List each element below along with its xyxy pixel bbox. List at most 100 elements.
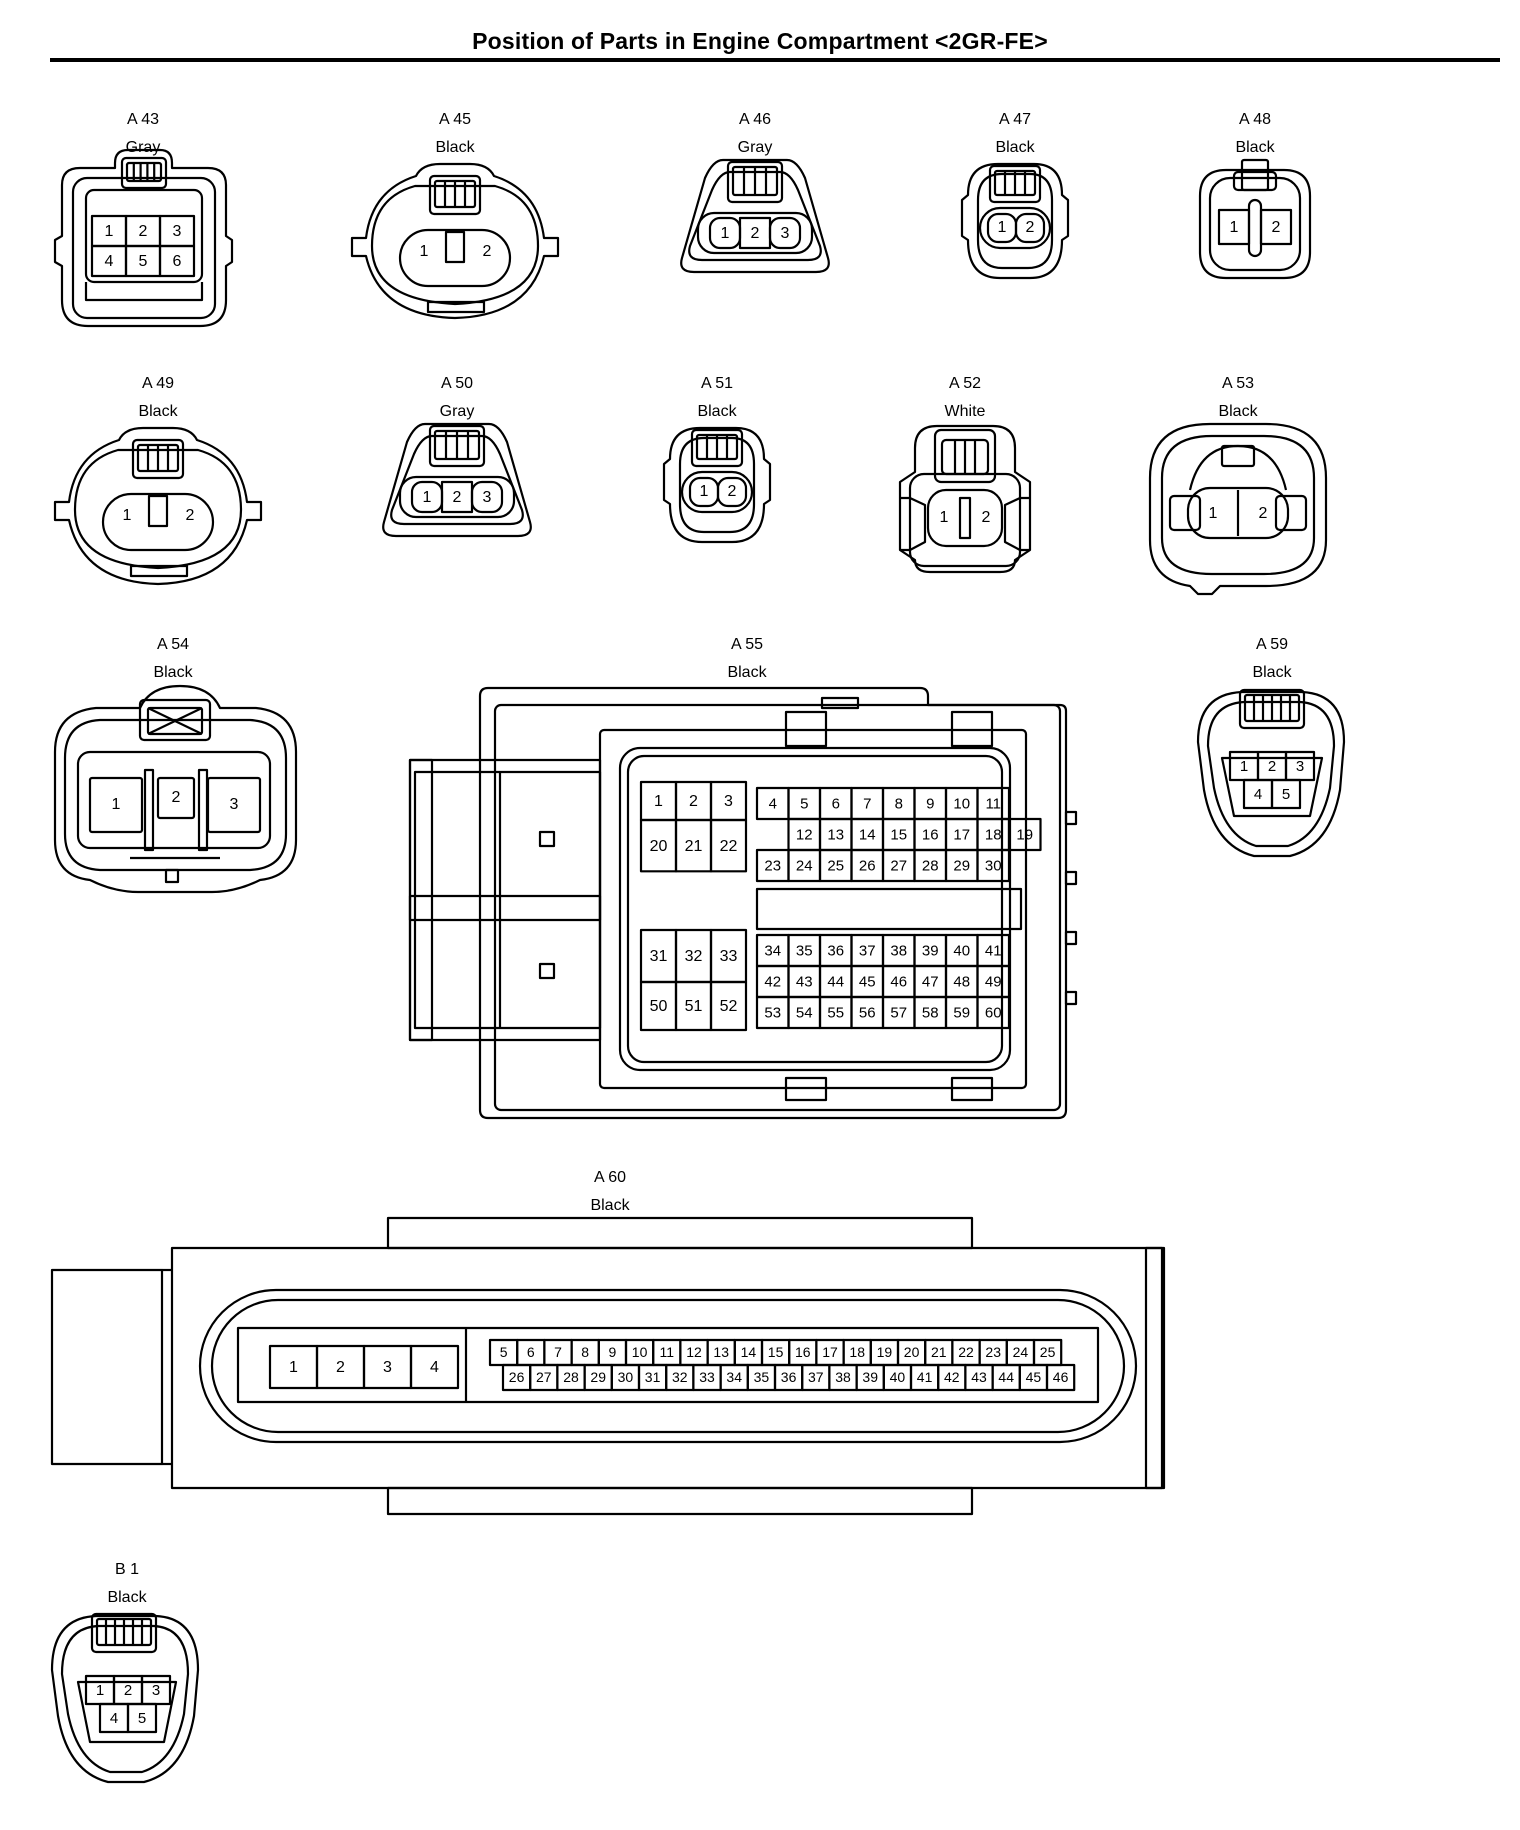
pin-a55-25: 25: [827, 857, 844, 874]
pin-a55-22: 22: [720, 838, 738, 855]
pin-a60-29: 29: [590, 1369, 606, 1385]
pin-a47-2: 2: [1026, 219, 1035, 236]
pin-a60-6: 6: [527, 1344, 535, 1360]
latch: [1238, 688, 1306, 730]
pin-a60-32: 32: [672, 1369, 688, 1385]
connector-id-a50: A 50: [441, 375, 473, 392]
foot: [164, 868, 180, 884]
connector-a50: [382, 422, 532, 538]
housing-inner: [1206, 700, 1336, 848]
connector-id-a48: A 48: [1239, 111, 1271, 128]
pin-b1-3: 3: [152, 1682, 160, 1699]
pin-a55-59: 59: [953, 1004, 970, 1021]
pin-a50-3: 3: [483, 489, 492, 506]
connector-color-b1: Black: [107, 1589, 147, 1606]
pin-a60-9: 9: [609, 1344, 617, 1360]
key: [1247, 198, 1263, 258]
pin-a55-14: 14: [859, 826, 876, 843]
side-tab: [1064, 930, 1078, 946]
pin-a45-2: 2: [483, 243, 492, 260]
pin-a59-4: 4: [1254, 786, 1262, 803]
pin-a60-39: 39: [862, 1369, 878, 1385]
side-tab: [1064, 870, 1078, 886]
pin-a51-1: 1: [700, 483, 709, 500]
cavity: [1220, 756, 1324, 818]
pin-a60-41: 41: [917, 1369, 933, 1385]
pin-cell: [709, 980, 748, 1032]
housing: [1198, 168, 1312, 280]
pin-a60-15: 15: [768, 1344, 784, 1360]
housing: [53, 148, 234, 328]
side-tab: [1064, 990, 1078, 1006]
pin-a59-3: 3: [1296, 758, 1304, 775]
pin-cell: [709, 818, 748, 873]
pin-a55-53: 53: [764, 1004, 781, 1021]
pin-a48-1: 1: [1230, 219, 1239, 236]
end-cap: [1144, 1246, 1166, 1490]
pin-a59-1: 1: [1240, 758, 1248, 775]
pin-a55-29: 29: [953, 857, 970, 874]
connector-a51: [662, 426, 772, 544]
connector-b1: [50, 1612, 200, 1784]
latch: [988, 164, 1042, 204]
pin-a46-3: 3: [781, 225, 790, 242]
face: [618, 746, 1012, 1072]
pin-a55-52: 52: [720, 998, 738, 1015]
pin-a43-2: 2: [139, 223, 148, 240]
connector-color-a43: Gray: [126, 139, 161, 156]
latch-inner: [146, 706, 204, 736]
pin-a60-14: 14: [741, 1344, 757, 1360]
latch: [131, 438, 185, 480]
pin-a55-40: 40: [953, 942, 970, 959]
pin-a55-11: 11: [985, 795, 1001, 812]
face: [198, 1288, 1138, 1444]
cavity: [398, 228, 512, 288]
pin-a60-18: 18: [849, 1344, 865, 1360]
connector-color-a51: Black: [697, 403, 737, 420]
pin-a55-4: 4: [769, 795, 777, 812]
pin-a43-5: 5: [139, 253, 148, 270]
housing: [662, 426, 772, 544]
body-band: [408, 894, 602, 922]
side-lock: [1168, 494, 1202, 532]
pin-a55-57: 57: [890, 1004, 907, 1021]
pin-cell: [88, 776, 144, 834]
pin-a55-36: 36: [827, 942, 844, 959]
arch: [1188, 444, 1288, 491]
pin-a60-13: 13: [713, 1344, 729, 1360]
pin-a60-27: 27: [536, 1369, 552, 1385]
housing-inner: [370, 184, 540, 306]
connector-color-a48: Black: [1235, 139, 1275, 156]
housing-inner: [1208, 176, 1302, 272]
connector-a46: [680, 158, 830, 274]
clip: [784, 1076, 828, 1102]
pin-a55-15: 15: [890, 826, 907, 843]
housing: [1148, 422, 1328, 596]
cavity: [76, 750, 272, 850]
connector-id-b1: B 1: [115, 1561, 139, 1578]
pin-a55-35: 35: [796, 942, 813, 959]
pin-cell: [158, 244, 196, 278]
side-tab: [1064, 810, 1078, 826]
pin-a60-7: 7: [554, 1344, 562, 1360]
pin-a49-2: 2: [186, 507, 195, 524]
pin-a55-1: 1: [654, 793, 663, 810]
connector-id-a60: A 60: [594, 1169, 626, 1186]
pin-a60-33: 33: [699, 1369, 715, 1385]
pin-a55-60: 60: [985, 1004, 1002, 1021]
housing: [382, 422, 532, 538]
pin-a60-11: 11: [660, 1344, 675, 1360]
connector-id-a47: A 47: [999, 111, 1031, 128]
pin-a60-45: 45: [1026, 1369, 1042, 1385]
pin-b1-5: 5: [138, 1710, 146, 1727]
pin-a55-45: 45: [859, 973, 876, 990]
pin-a55-18: 18: [985, 826, 1002, 843]
pin-a60-42: 42: [944, 1369, 960, 1385]
latch-inner: [125, 161, 163, 183]
pin-a52-2: 2: [982, 509, 991, 526]
pin-a43-4: 4: [105, 253, 114, 270]
connector-color-a52: White: [945, 403, 986, 420]
title-rule: [50, 58, 1500, 62]
